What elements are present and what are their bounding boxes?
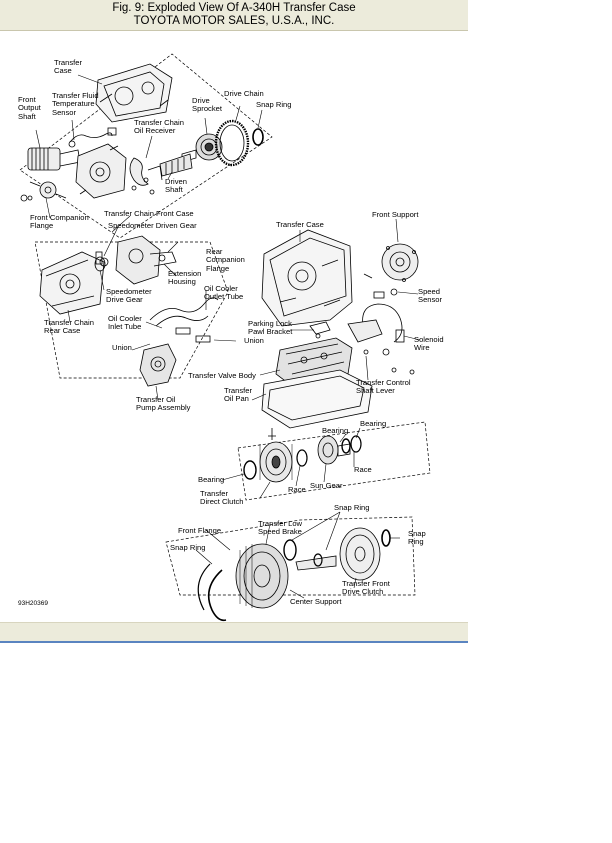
front-case-part <box>75 143 127 199</box>
label-bearing-top: Bearing <box>360 419 387 428</box>
parking-lock-part <box>309 321 331 339</box>
figure-title: Fig. 9: Exploded View Of A-340H Transfer… <box>112 2 356 14</box>
label-parking-lock-bracket: Parking Lock Pawl Bracket <box>248 319 293 337</box>
label-center-support: Center Support <box>290 597 342 606</box>
label-snap-ring-left: Snap Ring <box>170 543 206 552</box>
label-oil-pan: Transfer Oil Pan <box>224 386 252 404</box>
direct-clutch-part <box>259 441 293 483</box>
snap-ring-mid-part <box>283 539 337 571</box>
chain-rear-case-part <box>39 251 105 315</box>
extension-housing-part <box>115 235 177 285</box>
snap-ring-left-part <box>197 563 227 622</box>
label-front-flange: Front Flange <box>178 526 222 535</box>
label-front-drive-clutch: Transfer Front Drive Clutch <box>342 579 390 597</box>
low-speed-brake-part <box>235 543 289 609</box>
label-low-speed-brake: Transfer Low Speed Brake <box>258 519 303 537</box>
label-snap-ring-top: Snap Ring <box>256 100 292 109</box>
label-speed-sensor: Speed Sensor <box>418 287 443 305</box>
exploded-view-diagram: Transfer Case Front Output Shaft Transfe… <box>0 30 468 622</box>
label-direct-clutch: Transfer Direct Clutch <box>200 489 244 507</box>
label-solenoid-wire: Solenoid Wire <box>414 335 444 353</box>
transfer-case-top-part <box>95 63 173 123</box>
label-fluid-temp-sensor: Transfer Fluid Temperature Sensor <box>52 91 99 117</box>
label-drive-sprocket: Drive Sprocket <box>192 96 222 114</box>
figure-footer-bar <box>0 622 468 642</box>
label-extension-housing: Extension Housing <box>168 269 202 287</box>
label-oil-cooler-inlet: Oil Cooler Inlet Tube <box>108 314 142 332</box>
label-speedo-driven-gear: Speedometer Driven Gear <box>108 221 197 230</box>
speed-sensor-part <box>363 273 398 299</box>
label-front-support: Front Support <box>372 210 419 219</box>
diagram-artwork <box>19 53 431 622</box>
label-chain-oil-receiver: Transfer Chain Oil Receiver <box>134 118 184 136</box>
label-transfer-case-mid: Transfer Case <box>276 220 324 229</box>
label-snap-ring-mid: Snap Ring <box>334 503 370 512</box>
label-driven-shaft: Driven Shaft <box>165 177 187 195</box>
figure-code: 93H20369 <box>18 600 48 607</box>
oil-pump-part <box>139 343 177 387</box>
label-oil-cooler-outlet: Oil Cooler Outlet Tube <box>204 284 244 302</box>
race-mid-part <box>296 449 308 467</box>
label-bearing-left: Bearing <box>198 475 225 484</box>
bearing-race-right-part <box>341 435 362 454</box>
front-output-shaft-part <box>27 147 81 171</box>
driven-shaft-part <box>159 153 193 177</box>
chain-oil-receiver-part <box>129 157 163 186</box>
oil-cooler-tubes-part <box>149 297 219 343</box>
drive-chain-part <box>214 119 250 167</box>
sun-gear-part <box>317 435 351 465</box>
label-front-companion-flange: Front Companion Flange <box>30 213 89 231</box>
footer-divider <box>0 641 468 643</box>
label-union-right: Union <box>244 336 264 345</box>
label-chain-front-case: Transfer Chain Front Case <box>104 209 194 218</box>
label-drive-chain: Drive Chain <box>224 89 264 98</box>
label-transfer-case-top: Transfer Case <box>54 58 82 76</box>
label-union-left: Union <box>112 343 132 352</box>
label-snap-ring-right: Snap Ring <box>408 529 426 547</box>
control-shaft-lever-part <box>347 319 415 375</box>
transfer-case-mid-part <box>261 229 353 327</box>
label-valve-body: Transfer Valve Body <box>188 371 256 380</box>
label-front-output-shaft: Front Output Shaft <box>18 95 41 121</box>
snap-ring-top-part <box>252 128 264 146</box>
label-control-shaft-lever: Transfer Control Shaft Lever <box>356 378 411 396</box>
front-support-part <box>381 243 419 282</box>
snap-ring-right-part <box>381 529 391 547</box>
figure-subtitle: TOYOTA MOTOR SALES, U.S.A., INC. <box>133 15 335 27</box>
label-bearing-mid: Bearing <box>322 426 349 435</box>
label-race-mid: Race <box>288 485 306 494</box>
bearing-left-part <box>243 460 257 480</box>
label-sun-gear: Sun Gear <box>310 481 343 490</box>
figure-title-bar: Fig. 9: Exploded View Of A-340H Transfer… <box>0 0 468 31</box>
oil-pan-part <box>261 369 373 440</box>
label-oil-pump-assembly: Transfer Oil Pump Assembly <box>136 395 191 413</box>
label-rear-companion-flange: Rear Companion Flange <box>206 247 245 273</box>
drive-sprocket-part <box>181 133 223 163</box>
fluid-temp-sensor-part <box>68 127 117 148</box>
label-race-right: Race <box>354 465 372 474</box>
front-companion-flange-part <box>20 181 67 202</box>
leader-lines <box>35 74 421 599</box>
label-speedo-drive-gear: Speedometer Drive Gear <box>106 287 152 305</box>
small-fasteners-top <box>131 177 155 195</box>
front-drive-clutch-part <box>339 527 381 581</box>
label-chain-rear-case: Transfer Chain Rear Case <box>44 318 94 336</box>
